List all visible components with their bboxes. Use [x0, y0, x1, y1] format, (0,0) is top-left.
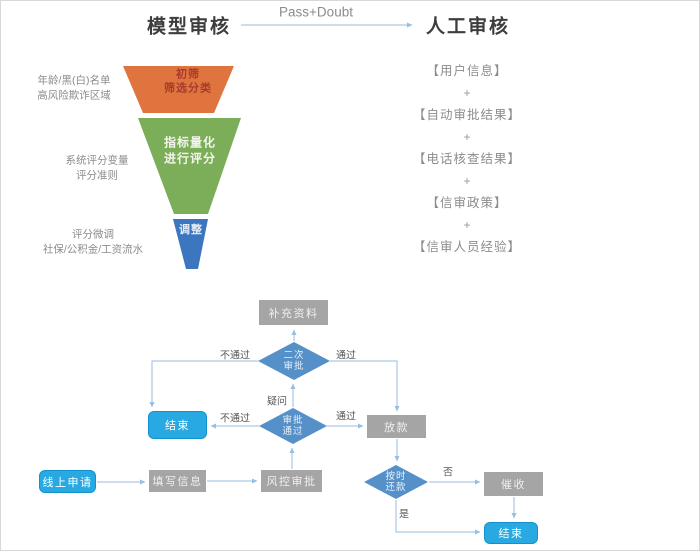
flow-node-end-bottom: 结束 — [484, 522, 538, 544]
funnel-note-3: 评分微调 社保/公积金/工资流水 — [42, 228, 144, 255]
edge-second-review-pass-to-disburse — [330, 360, 400, 412]
funnel-stage1-shape — [123, 66, 234, 113]
plus-separator: + — [463, 86, 471, 100]
flow-connectors — [97, 329, 517, 535]
funnel-stage2-label: 指标量化 进行评分 — [163, 135, 217, 165]
plus-separator: + — [463, 218, 471, 232]
funnel-stage1-label: 初筛 筛选分类 — [164, 68, 212, 95]
flow-node-supplement: 补充资料 — [259, 300, 328, 325]
edge-repay-yes-to-end — [395, 500, 481, 535]
edge-label-no: 否 — [443, 467, 453, 479]
funnel-stage3-shape — [173, 219, 208, 269]
plus-separator: + — [463, 130, 471, 144]
funnel-note-2: 系统评分变量 评分准则 — [65, 154, 129, 181]
manual-review-item: 【电话核查结果】 — [412, 152, 522, 166]
manual-review-item: 【自动审批结果】 — [412, 108, 522, 122]
edge-label-pass-mid: 通过 — [336, 411, 356, 423]
funnel-note-1: 年龄/黑(白)名单 高风险欺诈区域 — [37, 74, 111, 101]
manual-review-item: 【信审政策】 — [426, 196, 508, 210]
flow-node-collection: 催收 — [484, 472, 543, 496]
flow-node-disburse: 放款 — [367, 415, 426, 438]
edge-label-fail-top: 不通过 — [220, 350, 250, 362]
funnel-stage2-shape — [138, 118, 241, 214]
edge-second-review-fail-to-end — [149, 360, 258, 408]
manual-review-item: 【信审人员经验】 — [412, 240, 522, 254]
flow-node-online-apply: 线上申请 — [39, 470, 96, 493]
funnel-stage3-label: 调整 — [179, 223, 203, 236]
edge-label-yes: 是 — [399, 509, 409, 521]
edge-label-pass-top: 通过 — [336, 350, 356, 362]
plus-separator: + — [463, 174, 471, 188]
flow-node-end-mid: 结束 — [148, 411, 207, 439]
manual-review-item: 【用户信息】 — [426, 64, 508, 78]
manual-review-title: 人工审核 — [425, 16, 511, 38]
edge-label-fail-mid: 不通过 — [220, 413, 250, 425]
flow-node-fill-info: 填写信息 — [149, 470, 206, 492]
flow-node-risk-review: 风控审批 — [261, 470, 322, 492]
model-review-title: 模型审核 — [146, 16, 232, 38]
manual-review-list: 【用户信息】 + 【自动审批结果】 + 【电话核查结果】 + 【信审政策】 + … — [413, 63, 521, 256]
pass-doubt-label: Pass+Doubt — [279, 4, 353, 20]
edge-label-doubt: 疑问 — [267, 396, 287, 408]
